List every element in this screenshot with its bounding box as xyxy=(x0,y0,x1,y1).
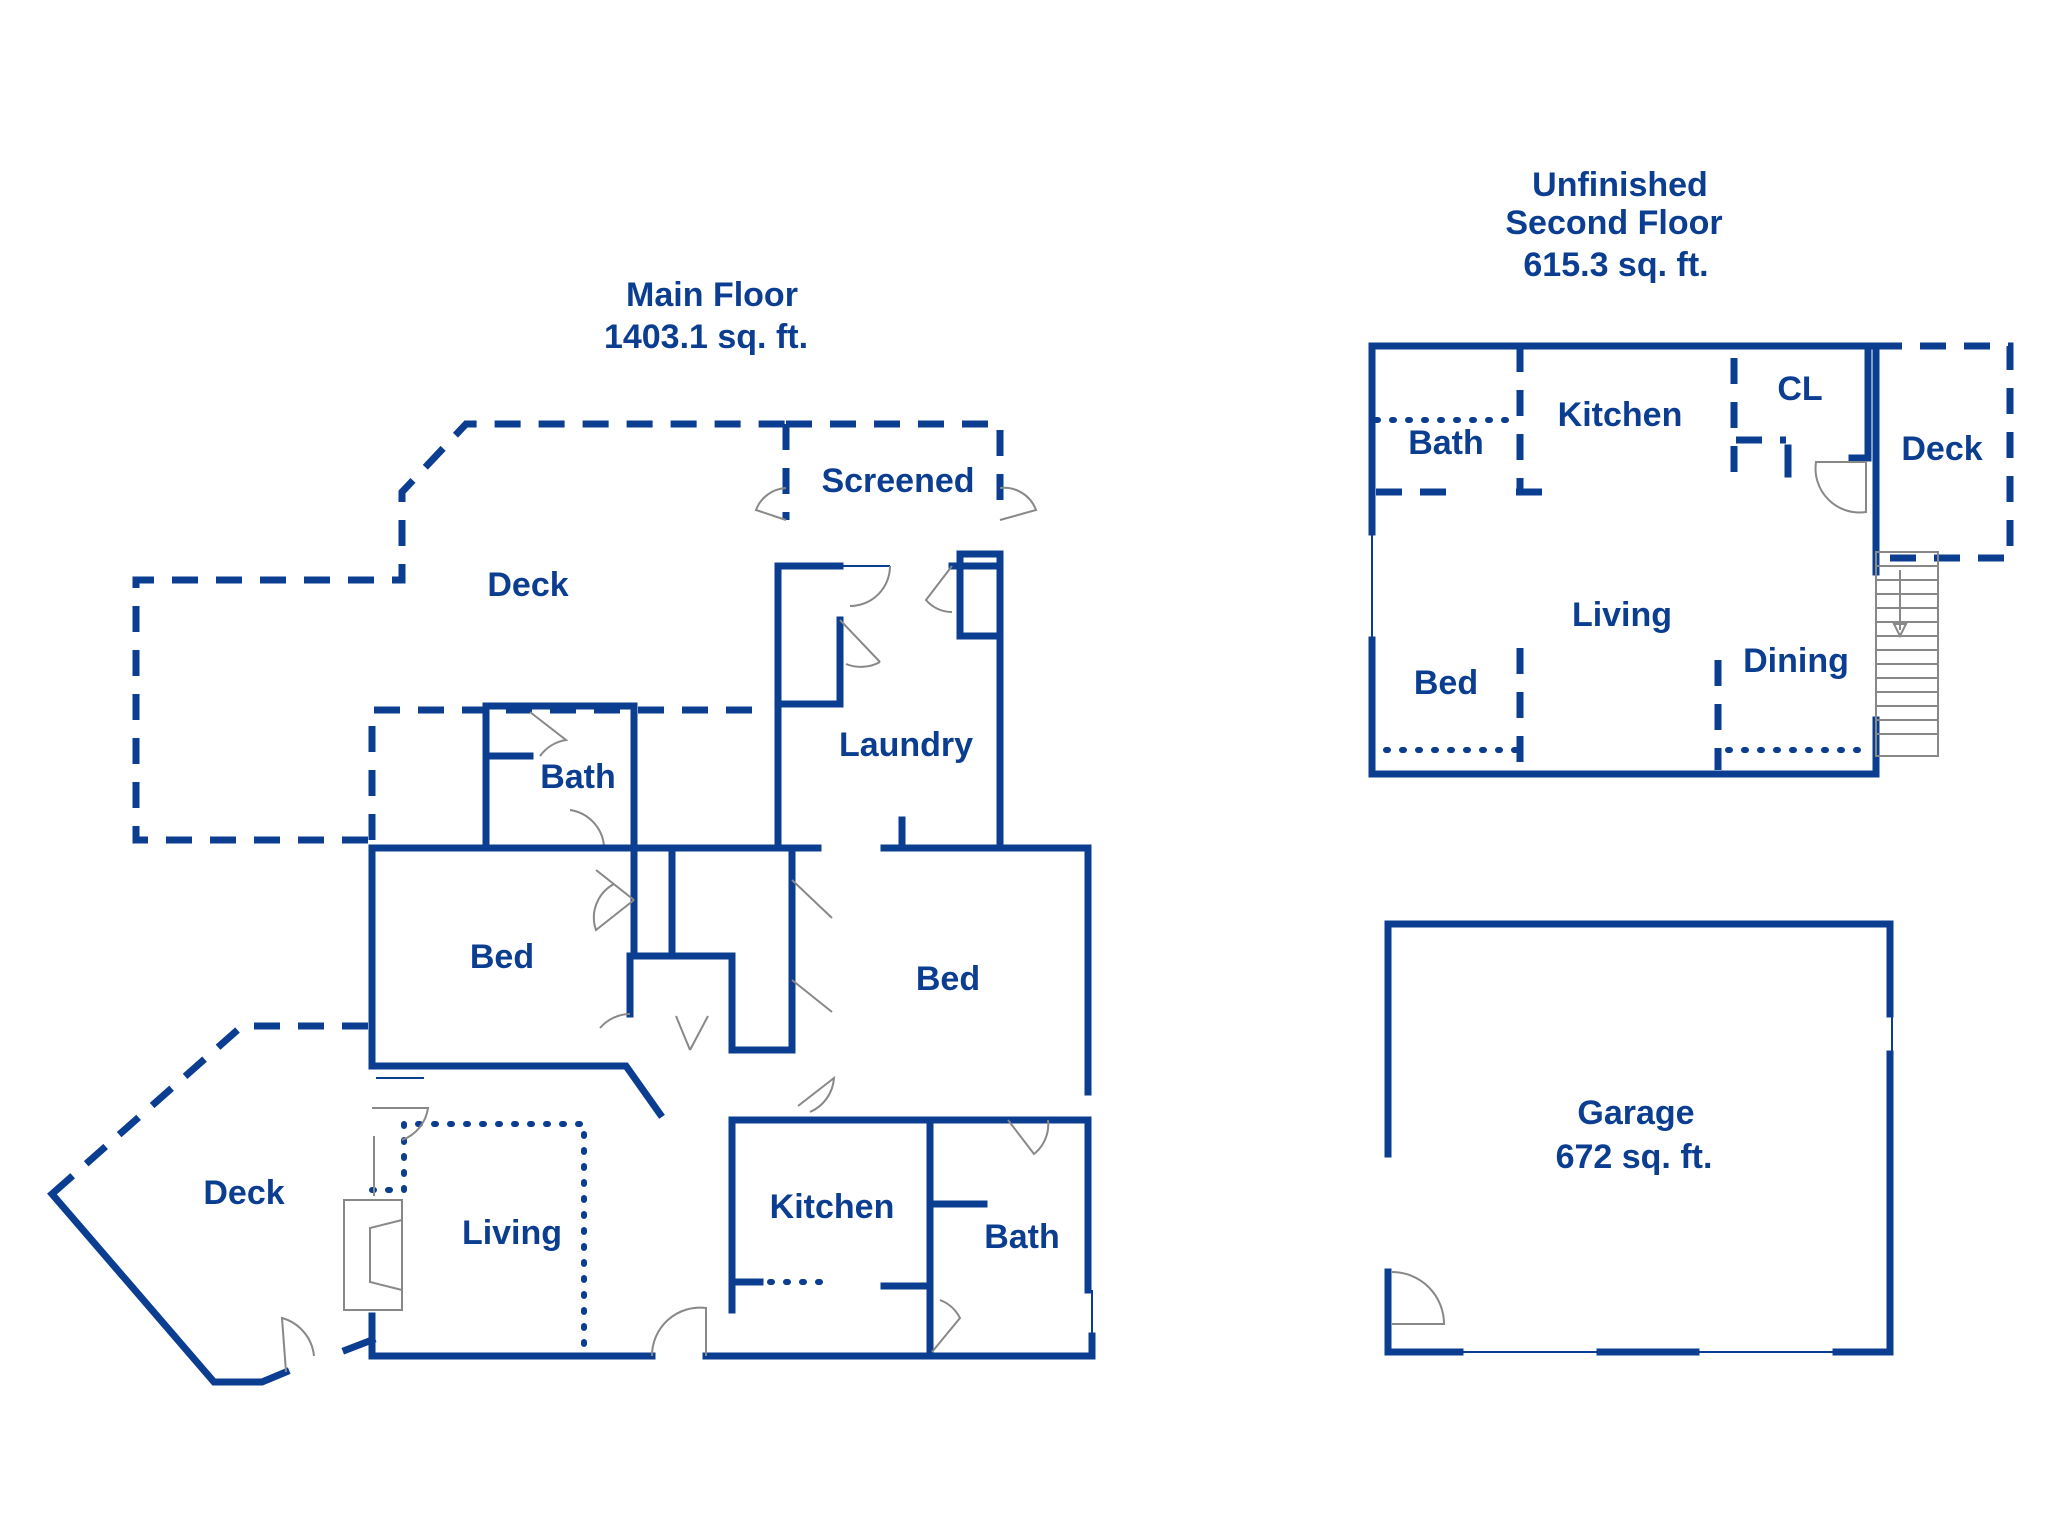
garage-walls-right xyxy=(1832,1050,1894,1356)
door-swing xyxy=(839,619,881,668)
door-swing xyxy=(1391,1271,1446,1325)
stairs xyxy=(1875,551,1939,757)
room-label-dining: Dining xyxy=(1743,642,1849,680)
door-swing xyxy=(1814,461,1867,514)
door-swing xyxy=(924,565,953,614)
room-label-bed: Bed xyxy=(1414,664,1478,702)
door-swing xyxy=(849,565,891,607)
stairs-arrow-head xyxy=(1892,623,1908,639)
hall-closet-walls xyxy=(630,844,796,1054)
second-floor-title-line2: Second Floor xyxy=(1505,204,1722,242)
room-label-deck: Deck xyxy=(1901,430,1982,468)
main-deck-top-outline xyxy=(132,420,786,844)
door-swing xyxy=(754,487,787,521)
screened-porch-outline xyxy=(786,420,1004,500)
door-swing xyxy=(1007,1119,1050,1156)
room-label-deck: Deck xyxy=(203,1174,284,1212)
room-label-kitchen: Kitchen xyxy=(1558,396,1683,434)
laundry-wall-left xyxy=(774,562,844,852)
kitchen-walls xyxy=(728,1116,1092,1314)
room-label-living: Living xyxy=(462,1214,562,1252)
stairs-outline xyxy=(1875,551,1939,757)
room-label-deck: Deck xyxy=(487,566,568,604)
room-label-bath: Bath xyxy=(540,758,616,796)
main-floor-area: 1403.1 sq. ft. xyxy=(604,318,808,356)
garage-label: Garage xyxy=(1577,1094,1694,1132)
door-swing xyxy=(797,1075,836,1113)
laundry-wall-right xyxy=(956,550,1004,852)
second-floor: Unfinished Second Floor 615.3 sq. ft. Ba… xyxy=(1368,166,2014,778)
room-label-bed: Bed xyxy=(916,960,980,998)
laundry-closet-wall xyxy=(778,616,844,708)
door-swing xyxy=(999,486,1038,521)
front-door-swing xyxy=(650,1306,707,1357)
door-swing xyxy=(564,809,606,847)
left-deck-outline xyxy=(49,1022,368,1197)
door-swing xyxy=(280,1316,315,1373)
room-label-bath: Bath xyxy=(1408,424,1484,462)
room-label-screened: Screened xyxy=(821,462,974,500)
second-floor-title-line1: Unfinished xyxy=(1532,166,1708,204)
fireplace xyxy=(343,1199,403,1311)
room-label-closet: CL xyxy=(1777,370,1822,408)
main-floor-title: Main Floor xyxy=(626,276,798,314)
closet-wall xyxy=(1848,344,1872,462)
door-swing xyxy=(529,711,569,757)
living-dotted xyxy=(401,1121,587,1357)
garage-walls-top xyxy=(1384,920,1894,1158)
room-label-kitchen: Kitchen xyxy=(770,1188,895,1226)
door-swing xyxy=(791,879,833,1013)
fireplace-hearth xyxy=(369,1219,403,1291)
garage: Garage 672 sq. ft. xyxy=(1384,920,1894,1356)
garage-area: 672 sq. ft. xyxy=(1556,1138,1713,1176)
left-deck-solid xyxy=(47,1189,291,1386)
door-swing xyxy=(931,1299,962,1353)
door-swing xyxy=(372,1107,430,1141)
second-floor-area: 615.3 sq. ft. xyxy=(1523,246,1708,284)
door-swing xyxy=(599,1013,709,1051)
room-label-living: Living xyxy=(1572,596,1672,634)
room-label-bed: Bed xyxy=(470,938,534,976)
second-floor-deck-outline xyxy=(1876,342,2014,562)
room-label-laundry: Laundry xyxy=(839,726,973,764)
door-swing xyxy=(592,869,635,932)
living-door-stub xyxy=(341,1335,377,1355)
main-floor: Main Floor 1403.1 sq. ft. Deck Screened … xyxy=(47,276,1096,1386)
left-bed-walls xyxy=(368,844,665,1119)
upper-bath-walls xyxy=(482,702,638,852)
main-bottom-wall-right xyxy=(702,1332,1096,1360)
room-label-bath: Bath xyxy=(984,1218,1060,1256)
